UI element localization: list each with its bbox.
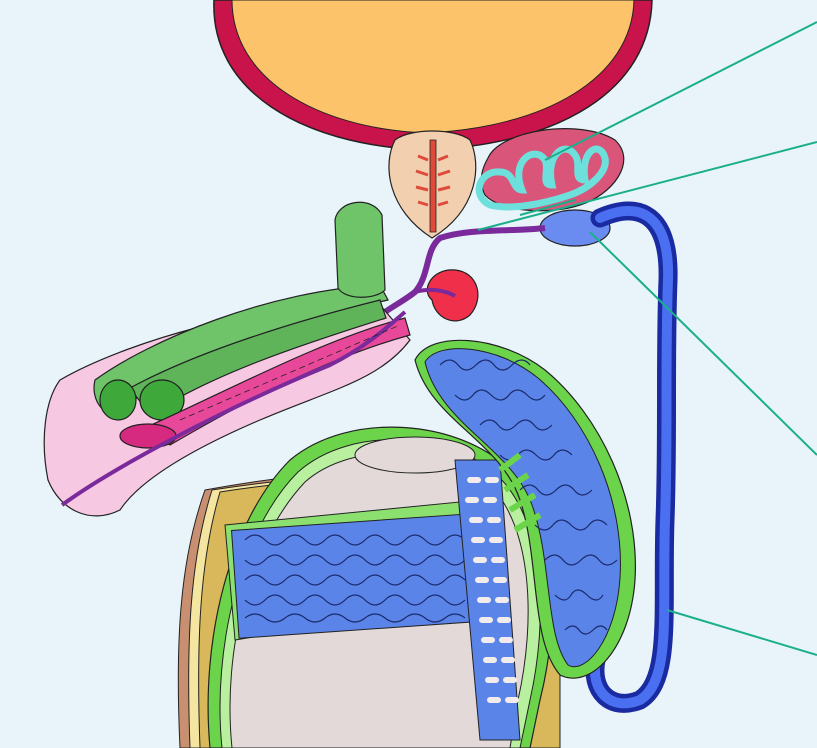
seminiferous-lobule bbox=[232, 514, 479, 638]
corpus-cavernosum-cut-1 bbox=[100, 380, 136, 420]
prostatic-urethra bbox=[430, 140, 436, 232]
corpus-cavernosum-crus bbox=[335, 202, 385, 297]
prostate bbox=[389, 131, 476, 238]
testis-region bbox=[178, 427, 560, 748]
pointer-line-ampulla bbox=[590, 232, 817, 455]
pointer-line-vas-deferens bbox=[667, 610, 817, 655]
corpus-spongiosum-cut bbox=[120, 424, 176, 448]
bladder bbox=[214, 0, 652, 150]
